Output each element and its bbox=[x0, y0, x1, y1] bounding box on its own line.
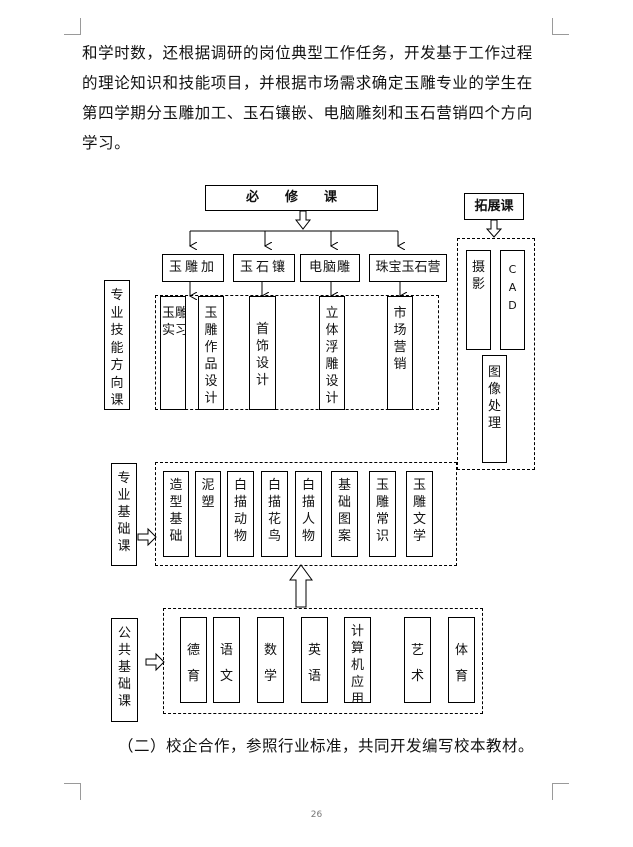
skill-direction-course-group bbox=[155, 295, 439, 410]
elective-course-label: 摄影 bbox=[471, 260, 485, 292]
paragraph-line: 和学时数，还根据调研的岗位典型工作任务，开发基于工作过程 bbox=[82, 44, 533, 62]
row-label-text: 专业基础课 bbox=[117, 471, 131, 554]
public-course: 艺术 bbox=[404, 617, 431, 703]
public-basic-course-group bbox=[163, 608, 483, 714]
basic-course: 基础图案 bbox=[331, 471, 358, 557]
paragraph-line: 学习。 bbox=[82, 134, 131, 152]
basic-course: 白描人物 bbox=[295, 471, 322, 557]
crop-mark-top-left bbox=[64, 18, 81, 35]
direction-course-carving-design: 玉雕作品设计 bbox=[198, 296, 224, 410]
basic-course-label: 白描花鸟 bbox=[267, 478, 281, 544]
basic-course: 白描动物 bbox=[227, 471, 254, 557]
direction-course-relief-design: 立体浮雕设计 bbox=[319, 296, 345, 410]
row-label-professional-basic: 专业基础课 bbox=[111, 463, 137, 566]
elective-course-label: CAD bbox=[508, 263, 517, 312]
direction-course-label: 玉雕实习 bbox=[161, 306, 186, 338]
paragraph-line: 的理论知识和技能项目，并根据市场需求确定玉雕专业的学生在 bbox=[82, 74, 533, 92]
public-course-label: 体育 bbox=[454, 643, 468, 684]
public-course-label: 计算机应用 bbox=[350, 624, 364, 703]
direction-label: 电脑雕 bbox=[308, 260, 351, 275]
elective-course-title-text: 拓展课 bbox=[474, 199, 514, 214]
direction-label: 珠宝玉石营 bbox=[375, 260, 441, 275]
basic-course-label: 玉雕常识 bbox=[375, 478, 389, 544]
direction-course-label: 立体浮雕设计 bbox=[325, 306, 339, 406]
direction-label: 玉石镶 bbox=[239, 260, 288, 275]
elective-course-title: 拓展课 bbox=[464, 193, 524, 220]
basic-course-label: 泥塑 bbox=[201, 478, 215, 510]
crop-mark-top-right bbox=[552, 18, 569, 35]
direction-course-label: 首饰设计 bbox=[255, 322, 269, 388]
public-course-label: 语文 bbox=[219, 643, 233, 684]
paragraph-line: 第四学期分玉雕加工、玉石镶嵌、电脑雕刻和玉石营销四个方向 bbox=[82, 104, 533, 122]
direction-box-jade-carving: 玉雕加 bbox=[162, 254, 224, 282]
body-paragraph: 和学时数，还根据调研的岗位典型工作任务，开发基于工作过程 的理论知识和技能项目，… bbox=[82, 38, 557, 158]
public-course-label: 德育 bbox=[186, 643, 200, 684]
elective-course-cad: CAD bbox=[500, 250, 525, 350]
elective-course-label: 图像处理 bbox=[487, 365, 501, 431]
professional-basic-course-group bbox=[155, 462, 457, 566]
row-label-skill-direction: 专业技能方向课 bbox=[104, 280, 130, 410]
elective-course-image-processing: 图像处理 bbox=[482, 355, 507, 463]
row-label-public-basic: 公共基础课 bbox=[111, 618, 138, 722]
basic-course: 泥塑 bbox=[195, 471, 221, 557]
direction-box-jade-inlay: 玉石镶 bbox=[233, 254, 295, 282]
direction-course-marketing: 市场营销 bbox=[387, 296, 413, 410]
public-course: 数学 bbox=[257, 617, 284, 703]
direction-box-jewelry-marketing: 珠宝玉石营 bbox=[369, 254, 447, 282]
basic-course: 玉雕文学 bbox=[406, 471, 433, 557]
public-course: 体育 bbox=[448, 617, 475, 703]
basic-course-label: 白描人物 bbox=[301, 478, 315, 544]
crop-mark-bottom-left bbox=[64, 783, 81, 800]
direction-course-label: 玉雕作品设计 bbox=[204, 306, 218, 406]
basic-course-label: 基础图案 bbox=[337, 478, 351, 544]
basic-course-label: 白描动物 bbox=[233, 478, 247, 544]
direction-label: 玉雕加 bbox=[168, 260, 217, 275]
direction-course-label: 市场营销 bbox=[393, 306, 407, 372]
page-number: 26 bbox=[310, 810, 323, 820]
elective-course-group bbox=[457, 238, 535, 470]
basic-course-label: 造型基础 bbox=[169, 478, 183, 544]
public-course: 计算机应用 bbox=[344, 617, 371, 703]
basic-course: 玉雕常识 bbox=[369, 471, 396, 557]
public-course-label: 数学 bbox=[263, 643, 277, 684]
public-course-label: 艺术 bbox=[410, 643, 424, 684]
required-course-title-text: 必 修 课 bbox=[245, 190, 337, 205]
direction-box-computer-carving: 电脑雕 bbox=[300, 254, 360, 282]
public-course-label: 英语 bbox=[307, 643, 321, 684]
public-course: 德育 bbox=[180, 617, 207, 703]
basic-course: 白描花鸟 bbox=[261, 471, 288, 557]
elective-course-photography: 摄影 bbox=[466, 250, 491, 350]
direction-course-jewelry-design: 首饰设计 bbox=[249, 296, 276, 410]
section-heading: （二）校企合作，参照行业标准，共同开发编写校本教材。 bbox=[118, 737, 535, 755]
public-course: 英语 bbox=[301, 617, 328, 703]
basic-course-label: 玉雕文学 bbox=[412, 478, 426, 544]
public-course: 语文 bbox=[213, 617, 240, 703]
basic-course: 造型基础 bbox=[163, 471, 189, 557]
required-course-title: 必 修 课 bbox=[205, 185, 378, 211]
crop-mark-bottom-right bbox=[552, 783, 569, 800]
row-label-text: 公共基础课 bbox=[117, 626, 131, 709]
row-label-text: 专业技能方向课 bbox=[110, 288, 124, 408]
direction-course-carving-practice: 玉雕实习 bbox=[160, 296, 186, 410]
